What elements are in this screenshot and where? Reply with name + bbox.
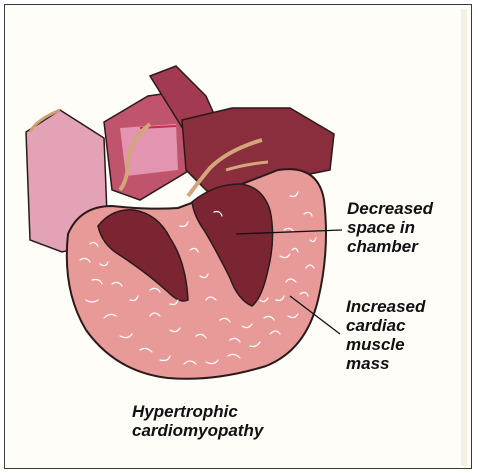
label-line: mass <box>346 354 425 373</box>
label-increased-mass: Increased cardiac muscle mass <box>346 297 425 373</box>
label-line: muscle <box>346 335 425 354</box>
label-line: Decreased <box>347 199 433 218</box>
diagram-caption: Hypertrophic cardiomyopathy <box>132 402 263 440</box>
label-line: Increased <box>346 297 425 316</box>
label-decreased-space: Decreased space in chamber <box>347 199 433 256</box>
label-line: cardiac <box>346 316 425 335</box>
caption-line: Hypertrophic <box>132 402 263 421</box>
label-line: chamber <box>347 237 433 256</box>
label-line: space in <box>347 218 433 237</box>
caption-line: cardiomyopathy <box>132 421 263 440</box>
